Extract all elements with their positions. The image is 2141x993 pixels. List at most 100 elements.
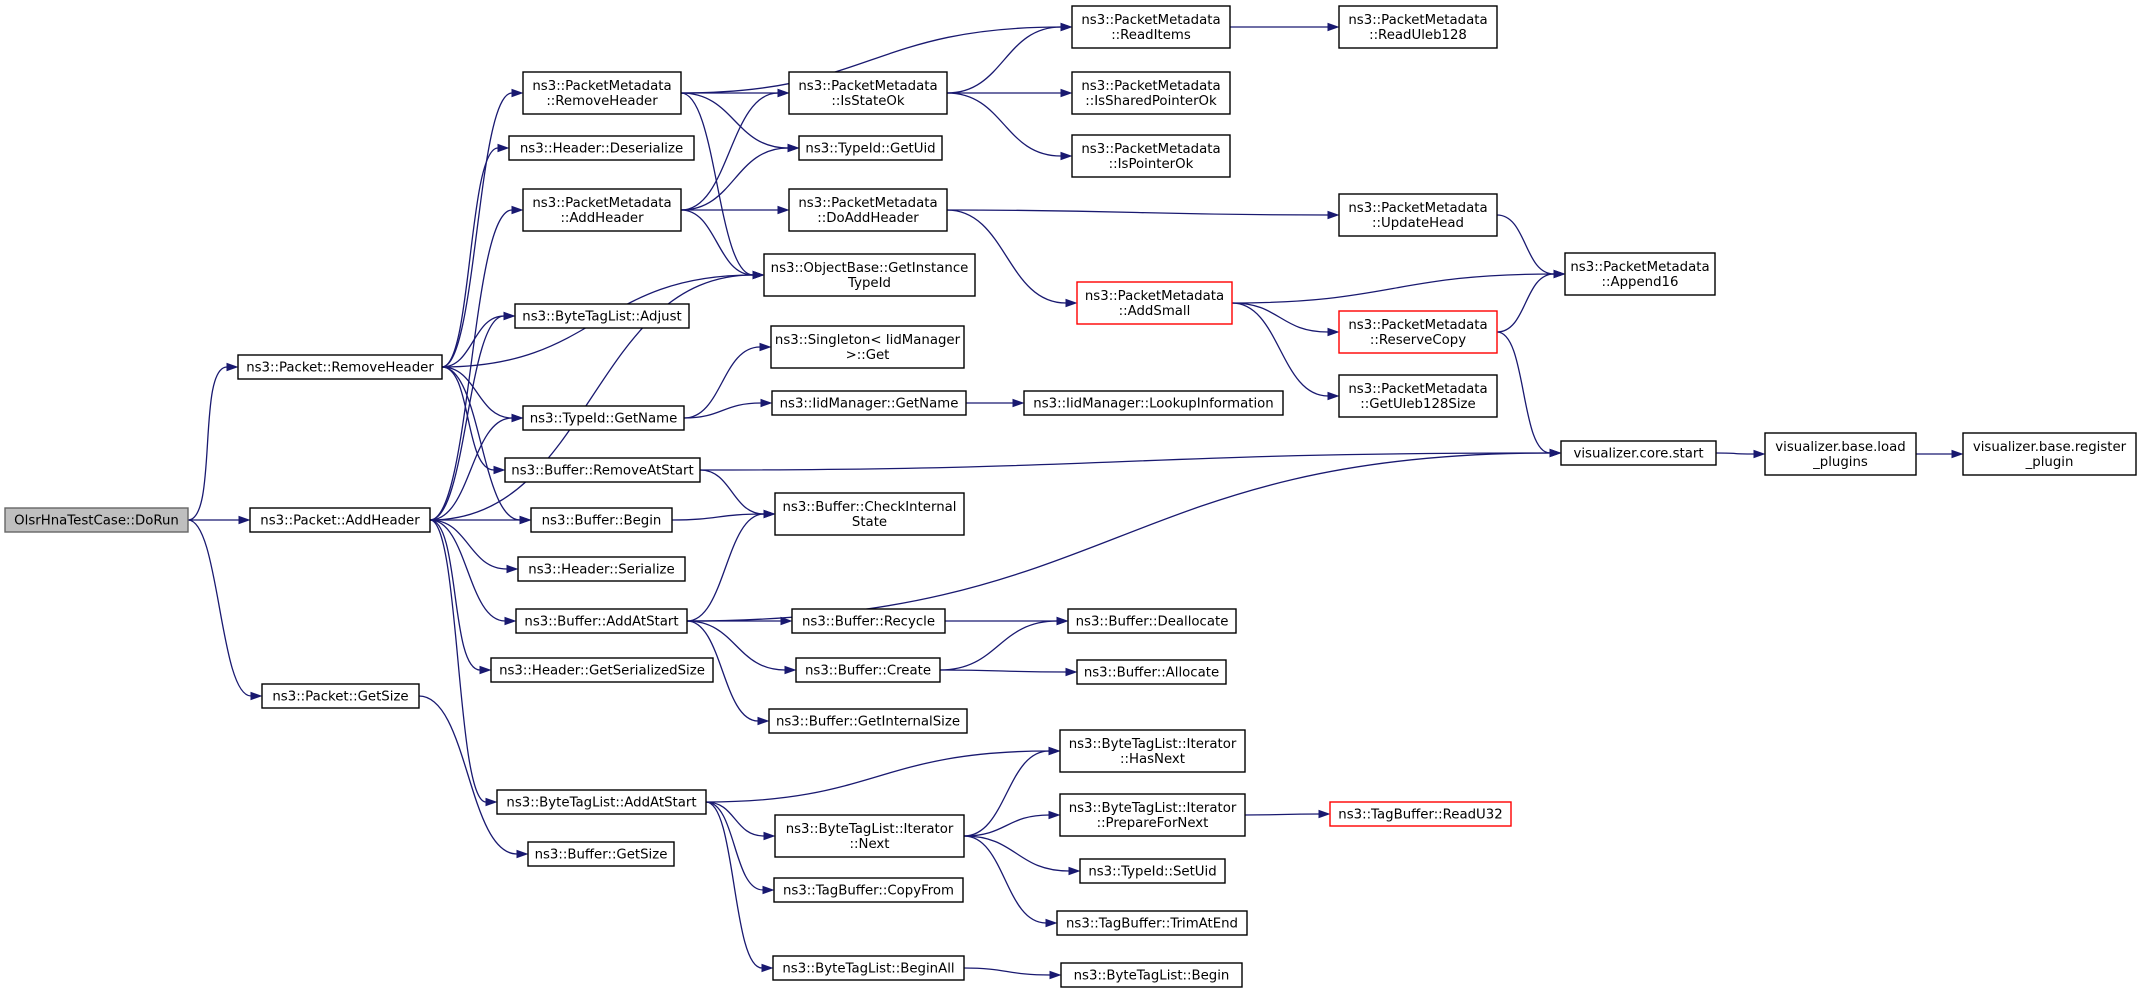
node-pm_issharedpointerok[interactable]: ns3::PacketMetadata::IsSharedPointerOk (1071, 71, 1231, 115)
node-buf_removeatstart[interactable]: ns3::Buffer::RemoveAtStart (504, 457, 701, 483)
node-buf_deallocate[interactable]: ns3::Buffer::Deallocate (1067, 608, 1237, 634)
node-label: ::ReadUleb128 (1369, 28, 1467, 43)
node-pm_updatehead[interactable]: ns3::PacketMetadata::UpdateHead (1338, 193, 1498, 237)
node-pm_addheader[interactable]: ns3::PacketMetadata::AddHeader (522, 188, 682, 232)
arrowhead-icon (511, 205, 524, 215)
node-pm_getuleb128size[interactable]: ns3::PacketMetadata::GetUleb128Size (1338, 374, 1498, 418)
node-buf_recycle[interactable]: ns3::Buffer::Recycle (791, 608, 946, 634)
node-btl_adjust[interactable]: ns3::ByteTagList::Adjust (514, 303, 690, 329)
node-pm_addsmall[interactable]: ns3::PacketMetadata::AddSmall (1076, 281, 1233, 325)
node-buf_create[interactable]: ns3::Buffer::Create (795, 657, 941, 683)
node-label: _plugin (2025, 455, 2074, 470)
arrowhead-icon (787, 143, 800, 153)
edge-buf_addatstart-to-buf_recycle (687, 616, 793, 626)
edge-buf_addatstart-to-buf_checkinternalstate (686, 509, 776, 622)
node-buf_addatstart[interactable]: ns3::Buffer::AddAtStart (515, 608, 688, 634)
node-box (1764, 432, 1917, 476)
node-pm_reservecopy[interactable]: ns3::PacketMetadata::ReserveCopy (1338, 310, 1498, 354)
node-h_deserialize[interactable]: ns3::Header::Deserialize (508, 135, 695, 161)
node-btl_addatstart[interactable]: ns3::ByteTagList::AddAtStart (496, 789, 707, 815)
node-pm_removeheader[interactable]: ns3::PacketMetadata::RemoveHeader (522, 71, 682, 115)
node-btl_beginall[interactable]: ns3::ByteTagList::BeginAll (772, 955, 965, 981)
node-box (772, 955, 965, 981)
node-tid_getuid[interactable]: ns3::TypeId::GetUid (798, 135, 943, 161)
node-btl_begin[interactable]: ns3::ByteTagList::Begin (1060, 962, 1243, 988)
node-layer: OlsrHnaTestCase::DoRun ns3::Packet::Remov… (4, 5, 2137, 988)
node-buf_getinternalsize[interactable]: ns3::Buffer::GetInternalSize (768, 708, 968, 734)
node-label: ::IsStateOk (831, 94, 904, 109)
node-label: ns3::PacketMetadata (532, 79, 671, 94)
node-buf_begin[interactable]: ns3::Buffer::Begin (530, 507, 673, 533)
node-btli_preparefornext[interactable]: ns3::ByteTagList::Iterator::PrepareForNe… (1059, 793, 1246, 837)
node-buf_allocate[interactable]: ns3::Buffer::Allocate (1076, 659, 1227, 685)
node-pm_append16[interactable]: ns3::PacketMetadata::Append16 (1564, 252, 1716, 296)
node-btli_hasnext[interactable]: ns3::ByteTagList::Iterator::HasNext (1059, 729, 1246, 773)
arrowhead-icon (762, 885, 775, 895)
node-label: ::HasNext (1120, 752, 1185, 767)
node-box (504, 457, 701, 483)
node-iid_lookupinformation[interactable]: ns3::IidManager::LookupInformation (1023, 390, 1284, 416)
arrowhead-icon (1045, 918, 1058, 928)
node-pm_doaddheader[interactable]: ns3::PacketMetadata::DoAddHeader (788, 188, 948, 232)
node-box (1079, 858, 1226, 884)
edge-line (429, 519, 506, 622)
arrowhead-icon (1056, 616, 1069, 626)
node-label: ns3::ObjectBase::GetInstance (771, 261, 969, 276)
edge-pm_addheader-to-ob_getinstancetypeid (680, 209, 765, 280)
node-p_addheader[interactable]: ns3::Packet::AddHeader (249, 507, 431, 533)
edge-buf_addatstart-to-buf_create (686, 620, 797, 675)
node-root[interactable]: OlsrHnaTestCase::DoRun (4, 507, 189, 533)
node-pm_isstateok[interactable]: ns3::PacketMetadata::IsStateOk (788, 71, 948, 115)
node-btli_next[interactable]: ns3::ByteTagList::Iterator::Next (774, 814, 965, 858)
node-iid_getname[interactable]: ns3::IidManager::GetName (771, 390, 967, 416)
node-p_removeheader[interactable]: ns3::Packet::RemoveHeader (237, 354, 443, 380)
node-box (237, 354, 443, 380)
node-label: ns3::Packet::AddHeader (260, 514, 420, 529)
arrowhead-icon (780, 616, 793, 626)
node-viz_core_start[interactable]: visualizer.core.start (1560, 440, 1717, 466)
arrowhead-icon (1068, 866, 1081, 876)
node-label: ns3::IidManager::LookupInformation (1033, 397, 1273, 412)
edge-line (1496, 331, 1551, 454)
node-viz_base_registerplugin[interactable]: visualizer.base.register_plugin (1962, 432, 2137, 476)
node-pm_ispointerok[interactable]: ns3::PacketMetadata::IsPointerOk (1071, 134, 1231, 178)
node-p_getsize[interactable]: ns3::Packet::GetSize (261, 683, 420, 709)
node-tb_copyfrom[interactable]: ns3::TagBuffer::CopyFrom (773, 877, 964, 903)
edge-btli_next-to-btli_preparefornext (963, 810, 1061, 837)
edge-line (1496, 214, 1555, 275)
node-viz_base_loadplugins[interactable]: visualizer.base.load_plugins (1764, 432, 1917, 476)
edge-line (1231, 302, 1329, 333)
node-label: visualizer.base.load (1775, 440, 1905, 455)
node-tid_setuid[interactable]: ns3::TypeId::SetUid (1079, 858, 1226, 884)
edge-line (699, 452, 1551, 471)
node-tb_trimatend[interactable]: ns3::TagBuffer::TrimAtEnd (1056, 910, 1248, 936)
node-pm_readuleb128[interactable]: ns3::PacketMetadata::ReadUleb128 (1338, 5, 1498, 49)
node-tb_readu32[interactable]: ns3::TagBuffer::ReadU32 (1329, 801, 1512, 827)
edge-line (686, 620, 759, 722)
node-box (4, 507, 189, 533)
edge-tid_getname-to-singleton_get (683, 342, 772, 419)
edge-pm_isstateok-to-pm_readitems (946, 22, 1073, 94)
node-label: ns3::Buffer::Recycle (802, 615, 935, 630)
edge-pm_isstateok-to-pm_ispointerok (946, 92, 1073, 161)
node-pm_readitems[interactable]: ns3::PacketMetadata::ReadItems (1071, 5, 1231, 49)
node-h_getserializedsize[interactable]: ns3::Header::GetSerializedSize (490, 657, 714, 683)
node-singleton_get[interactable]: ns3::Singleton< IidManager>::Get (770, 325, 965, 369)
node-buf_getsize[interactable]: ns3::Buffer::GetSize (527, 841, 675, 867)
node-box (1059, 729, 1246, 773)
node-tid_getname[interactable]: ns3::TypeId::GetName (522, 405, 685, 431)
node-h_serialize[interactable]: ns3::Header::Serialize (517, 556, 686, 582)
node-label: ns3::TagBuffer::TrimAtEnd (1066, 917, 1238, 932)
edge-line (1244, 813, 1320, 816)
node-box (1338, 5, 1498, 49)
arrowhead-icon (1327, 22, 1340, 32)
node-box (774, 814, 965, 858)
edge-line (686, 620, 786, 671)
node-box (261, 683, 420, 709)
edge-line (441, 366, 521, 521)
arrowhead-icon (777, 88, 790, 98)
arrowhead-icon (1012, 398, 1025, 408)
